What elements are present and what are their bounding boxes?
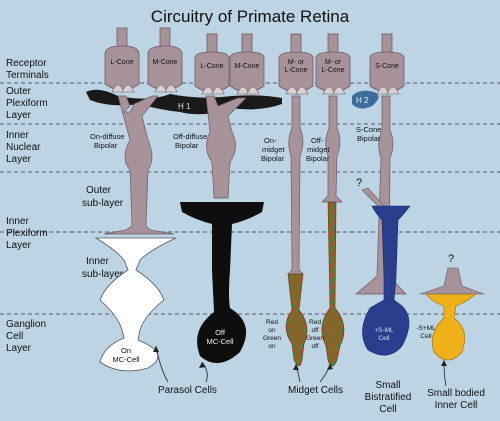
- s-cone-bipolar: [355, 95, 407, 295]
- label-outer-sublayer: Outer sub-layer: [82, 185, 124, 209]
- pointer-midget-off: [319, 363, 331, 383]
- label-inner-sublayer: Inner sub-layer: [82, 256, 124, 280]
- off-parasol-ganglion-cell: [180, 202, 264, 364]
- cone-synapses: [111, 84, 400, 95]
- cone-stalk: [241, 33, 253, 55]
- h2-label: H 2: [356, 96, 369, 105]
- diagram-title: Circuitry of Primate Retina: [151, 7, 350, 26]
- h2-horizontal-cell: [352, 90, 379, 109]
- cone-stalk: [381, 33, 393, 55]
- cone-pedicle-2: [147, 45, 183, 91]
- label-inner-nuclear: Inner Nuclear Layer: [6, 130, 43, 165]
- cone-pedicle-4: [229, 51, 265, 93]
- label-receptor-terminals: Receptor Terminals: [6, 58, 49, 81]
- layer-boundaries: [0, 82, 500, 315]
- small-bodied-input-bipolar: [419, 267, 485, 295]
- label-inner-plexiform: Inner Plexiform Layer: [6, 216, 50, 251]
- question-mark-small-bodied: ?: [448, 253, 454, 265]
- on-parasol-ganglion-cell: [94, 237, 177, 372]
- label-midget-cells: Midget Cells: [288, 385, 343, 396]
- off-midget-bipolar: [321, 95, 343, 203]
- cone-pedicle-3: [194, 51, 230, 93]
- cone-label-1: L-Cone: [111, 59, 134, 66]
- cones: [104, 27, 405, 93]
- small-bistratified-ganglion-cell: [362, 205, 411, 356]
- cone-label-2: M-Cone: [153, 59, 178, 66]
- cone-stalk: [206, 33, 218, 55]
- cone-label-3: L-Cone: [201, 63, 224, 70]
- on-midget-bipolar: [287, 95, 304, 275]
- question-mark-bistratified: ?: [356, 177, 362, 189]
- on-diffuse-bipolar: [103, 95, 175, 235]
- label-outer-plexiform: Outer Plexiform Layer: [6, 86, 50, 121]
- cone-pedicle-7: [369, 51, 405, 93]
- off-midget-ganglion-cell: [321, 201, 345, 367]
- off-diffuse-bipolar: [205, 95, 247, 199]
- h1-label: H 1: [178, 102, 191, 111]
- cone-label-7: S-Cone: [375, 63, 399, 70]
- cone-label-4: M-Cone: [235, 63, 260, 70]
- cone-stalk: [327, 33, 339, 55]
- label-parasol-cells: Parasol Cells: [158, 385, 217, 396]
- cone-pedicle-1: [104, 45, 140, 91]
- pointer-heads: [153, 346, 447, 370]
- cone-stalk: [290, 33, 302, 55]
- small-bodied-inner-ganglion-cell: [425, 293, 477, 361]
- label-ganglion-cell-layer: Ganglion Cell Layer: [6, 319, 49, 354]
- on-midget-ganglion-cell: [285, 273, 308, 367]
